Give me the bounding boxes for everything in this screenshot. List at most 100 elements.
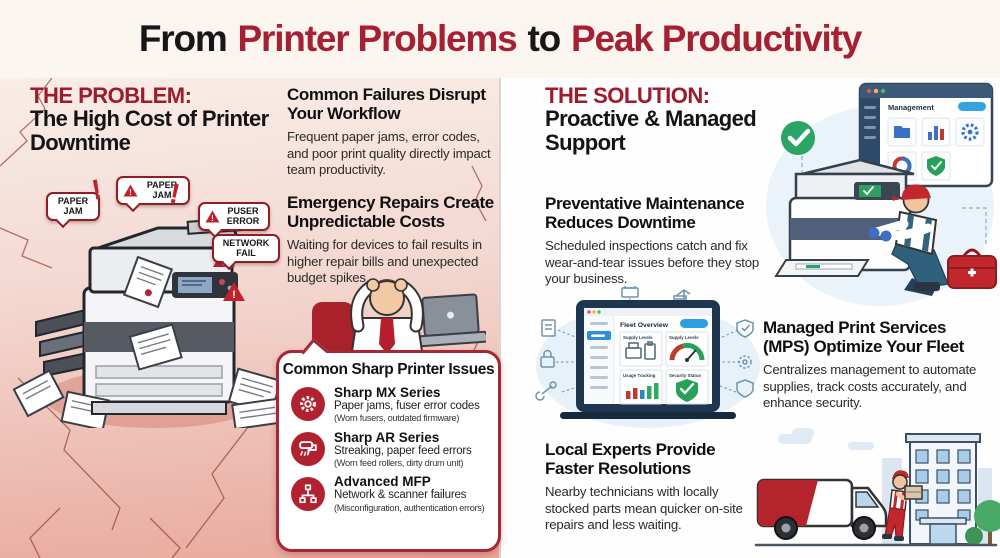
issue-item-ar-series: Sharp AR Series Streaking, paper feed er… [291,430,490,469]
dashboard-button [680,319,708,328]
warning-triangle-icon: ! [205,210,220,223]
issue-line2: (Worn fusers, outdated firmware) [334,413,460,424]
shield-check-icon [676,379,698,402]
issues-box-title: Common Sharp Printer Issues [282,361,495,378]
title-part: Peak Productivity [571,18,862,59]
issue-line1: Paper jams, fuser error codes [334,400,480,413]
printer-icon [625,341,656,360]
section-body: Scheduled inspections catch and fix wear… [545,238,759,287]
management-title: Management [888,103,934,112]
section-heading: Common Failures Disrupt Your Workflow [287,85,486,124]
office-building [905,433,981,545]
header-banner: From Printer Problems to Peak Productivi… [0,0,1000,78]
lock-icon [540,349,555,368]
title-part: to [527,18,562,59]
cloud-icon [778,428,874,450]
solution-section-mps: Managed Print Services (MPS) Optimize Yo… [763,318,995,411]
sharp-issues-box: Common Sharp Printer Issues Sharp MX Ser… [276,350,501,552]
broken-printer-illustration: ! ! [12,217,284,428]
callout-label: NETWORK FAIL [222,238,270,258]
panel-label: Supply Levels [623,335,653,340]
gear-icon [738,355,752,369]
printer-icon [621,286,639,298]
svg-text:!: ! [232,289,236,301]
callout-label: PAPER JAM [57,196,89,216]
bar-chart-icon [928,126,944,140]
title-part: From [138,18,228,59]
issue-item-advanced-mfp: Advanced MFP Network & scanner failures … [291,474,490,513]
svg-text:!: ! [129,188,132,197]
issue-name: Advanced MFP [334,474,431,490]
problem-section-emergency-repairs: Emergency Repairs Create Unpredictable C… [287,193,495,286]
section-body: Waiting for devices to fail results in h… [287,237,482,286]
toolbox-icon [947,248,997,289]
svg-text:!: ! [211,214,214,223]
shield-icon [736,379,754,398]
delivery-van-illustration [754,428,1000,547]
solution-heading-block: THE SOLUTION: Proactive & Managed Suppor… [545,84,783,155]
title-part: Printer Problems [237,18,518,59]
issue-name: Sharp AR Series [334,429,440,445]
roller-icon [291,431,325,466]
repaired-printer [774,158,915,277]
panel-label: Usage Tracking [623,373,656,378]
gear-icon [961,123,979,141]
fleet-dashboard-illustration: Fleet Overview Supply Levels Supply Leve… [535,286,760,428]
network-icon [291,476,325,511]
courier-figure [882,470,923,541]
gear-icon [291,387,325,422]
issue-line2: (Worn feed rollers, dirty drum unit) [334,457,464,468]
problem-title: The High Cost of Printer Downtime [30,106,269,155]
problem-label: THE PROBLEM: [30,83,192,108]
warning-callout: ! PAPER JAM [116,176,190,206]
issue-line1: Streaking, paper feed errors [334,444,472,457]
fleet-dashboard-title: Fleet Overview [620,322,669,329]
delivery-van [756,478,888,540]
problem-heading-block: THE PROBLEM: The High Cost of Printer Do… [30,84,280,155]
warning-triangle-icon: ! [123,184,138,197]
folder-icon [894,126,910,138]
dashboard-button [958,102,986,111]
tree-icon [965,500,1000,545]
problem-section-common-failures: Common Failures Disrupt Your Workflow Fr… [287,85,493,178]
gauge-icon [669,342,705,362]
section-body: Nearby technicians with locally stocked … [545,484,743,533]
frustrated-worker-illustration [312,278,486,356]
issue-line1: Network & scanner failures [334,489,467,502]
bar-chart-icon [626,383,659,399]
section-heading: Emergency Repairs Create Unpredictable C… [287,193,494,232]
management-dashboard-window: Management [858,82,994,188]
section-body: Frequent paper jams, error codes, and po… [287,129,491,178]
wrench-icon [535,381,557,401]
section-heading: Managed Print Services (MPS) Optimize Yo… [763,318,964,357]
section-body: Centralizes management to automate suppl… [763,362,977,411]
scattered-papers [12,255,284,428]
warning-triangle-icon: ! [223,282,245,301]
panel-label: Security Status [669,373,702,378]
check-badge-icon [781,121,815,155]
technician-figure [868,184,950,296]
laptop-icon [411,293,486,348]
callout-label: PUSER ERROR [226,206,260,226]
issue-line2: (Misconfiguration, authentication errors… [334,502,485,513]
robot-arm-icon [673,289,691,300]
section-heading: Preventative Maintenance Reduces Downtim… [545,194,745,233]
document-icon [541,319,556,337]
issue-item-mx-series: Sharp MX Series Paper jams, fuser error … [291,385,490,424]
printer-control-panel [172,272,238,298]
solution-section-preventative: Preventative Maintenance Reduces Downtim… [545,194,763,287]
solution-label: THE SOLUTION: [545,83,710,108]
solution-title: Proactive & Managed Support [545,106,757,155]
shield-check-icon [927,156,945,176]
warning-callout: PAPER JAM [46,192,100,222]
callout-label: PAPER JAM [146,180,178,200]
panel-label: Supply Levels [669,335,699,340]
warning-callout: NETWORK FAIL [212,234,280,264]
warning-callout: ! PUSER ERROR [198,202,270,232]
section-heading: Local Experts Provide Faster Resolutions [545,440,716,479]
solution-section-local-experts: Local Experts Provide Faster Resolutions… [545,440,759,533]
shield-icon [736,319,754,338]
technician-repair-illustration: Management [766,82,997,306]
panel-divider [499,78,501,558]
